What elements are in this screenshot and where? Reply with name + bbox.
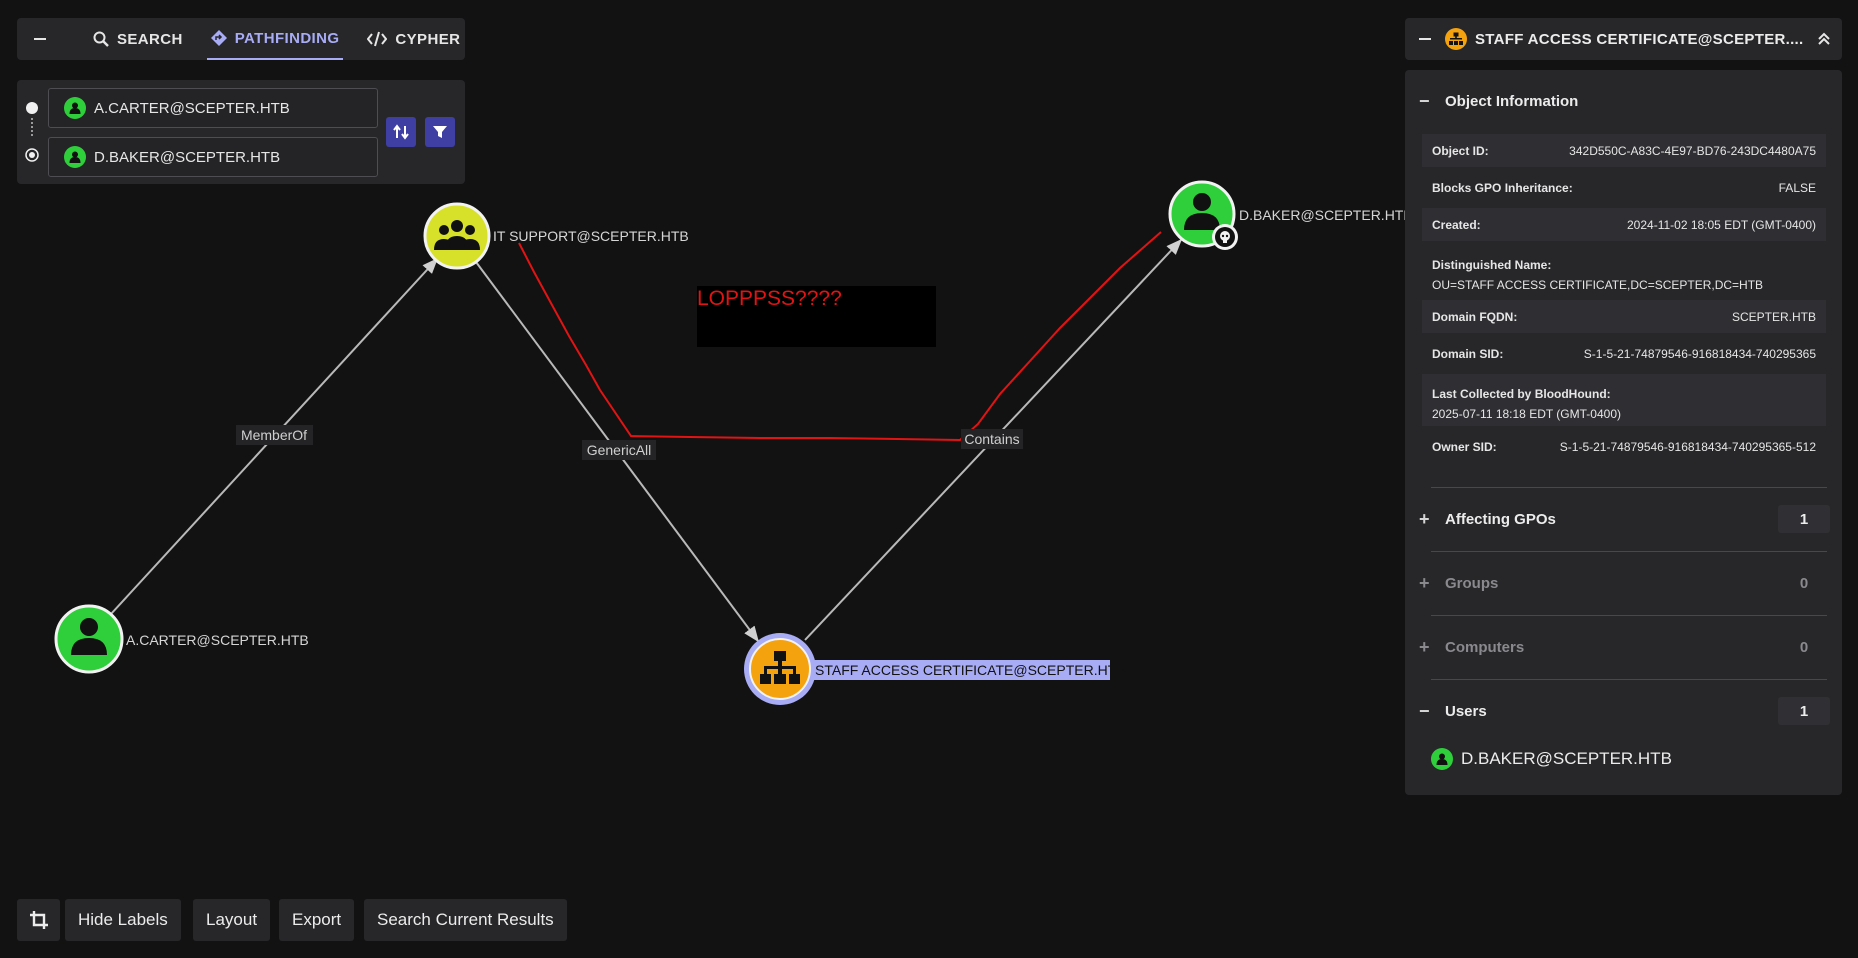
- tab-cypher[interactable]: CYPHER: [363, 18, 464, 60]
- user-icon: [64, 97, 86, 119]
- end-node-value: D.BAKER@SCEPTER.HTB: [94, 148, 281, 166]
- entity-panel-header: STAFF ACCESS CERTIFICATE@SCEPTER....: [1405, 18, 1842, 60]
- swap-vertical-icon: [393, 124, 409, 140]
- search-icon: [93, 31, 109, 47]
- svg-text:GenericAll: GenericAll: [587, 442, 652, 458]
- minus-icon: [1419, 38, 1431, 40]
- start-node-icon: [26, 102, 38, 114]
- pathfinding-panel: A.CARTER@SCEPTER.HTB D.BAKER@SCEPTER.HTB: [17, 80, 465, 184]
- entity-panel-body: − Object Information Object ID:342D550C-…: [1405, 70, 1842, 795]
- collapse-entity-panel-button[interactable]: [1405, 33, 1445, 45]
- tab-label: PATHFINDING: [234, 29, 340, 47]
- section-affecting-gpos[interactable]: + Affecting GPOs 1: [1417, 500, 1830, 538]
- end-node-field[interactable]: D.BAKER@SCEPTER.HTB: [48, 137, 378, 177]
- edge-filter-button[interactable]: [425, 117, 455, 147]
- divider: [1431, 551, 1827, 552]
- info-row-blocks-gpo: Blocks GPO Inheritance:FALSE: [1432, 180, 1816, 195]
- export-button[interactable]: Export: [279, 899, 355, 941]
- owned-skull-badge-icon: [1212, 224, 1238, 250]
- count-badge: 0: [1799, 638, 1809, 656]
- info-row-created: Created:2024-11-02 18:05 EDT (GMT-0400): [1422, 208, 1826, 241]
- edge-label-memberof: MemberOf: [236, 425, 313, 445]
- node-ou-staffaccess[interactable]: STAFF ACCESS CERTIFICATE@SCEPTER.HTB: [744, 633, 1126, 705]
- entity-title: STAFF ACCESS CERTIFICATE@SCEPTER....: [1475, 30, 1804, 48]
- layout-button[interactable]: Layout: [193, 899, 271, 941]
- users-list-item[interactable]: D.BAKER@SCEPTER.HTB: [1431, 748, 1672, 770]
- node-label-staffaccess: STAFF ACCESS CERTIFICATE@SCEPTER.HTB: [815, 662, 1126, 678]
- info-row-last-collected: Last Collected by BloodHound: 2025-07-11…: [1422, 374, 1826, 426]
- collapse-section-icon: −: [1419, 700, 1430, 721]
- chevron-double-up-icon: [1818, 32, 1830, 45]
- swap-nodes-button[interactable]: [386, 117, 416, 147]
- expand-collapse-all-button[interactable]: [1806, 32, 1842, 46]
- crop-icon: [29, 911, 48, 929]
- start-node-value: A.CARTER@SCEPTER.HTB: [94, 99, 290, 117]
- user-icon: [1184, 193, 1220, 230]
- minus-icon: [34, 38, 46, 40]
- divider: [1431, 487, 1827, 488]
- selected-label-highlight: [813, 660, 1110, 680]
- divider: [1431, 615, 1827, 616]
- node-user-acarter[interactable]: A.CARTER@SCEPTER.HTB: [54, 604, 309, 674]
- crop-fit-button[interactable]: [17, 899, 60, 941]
- hide-labels-button[interactable]: Hide Labels: [65, 899, 181, 941]
- edge-label-contains: Contains: [961, 429, 1023, 449]
- node-group-itsupport[interactable]: IT SUPPORT@SCEPTER.HTB: [423, 202, 689, 270]
- node-label-dbaker: D.BAKER@SCEPTER.HTB: [1239, 207, 1413, 223]
- tab-search[interactable]: SEARCH: [89, 18, 187, 60]
- info-row-object-id: Object ID:342D550C-A83C-4E97-BD76-243DC4…: [1422, 134, 1826, 167]
- section-computers[interactable]: + Computers 0: [1417, 628, 1830, 666]
- collapse-section-icon: −: [1419, 90, 1430, 111]
- filter-icon: [433, 126, 447, 138]
- tab-label: SEARCH: [117, 30, 183, 48]
- start-node-field[interactable]: A.CARTER@SCEPTER.HTB: [48, 88, 378, 128]
- annotation-path: [518, 231, 1162, 442]
- info-row-domain-fqdn: Domain FQDN:SCEPTER.HTB: [1422, 300, 1826, 333]
- node-label-itsupport: IT SUPPORT@SCEPTER.HTB: [493, 228, 689, 244]
- ou-icon: [1445, 28, 1467, 50]
- section-users[interactable]: − Users 1: [1417, 692, 1830, 730]
- annotation-text: LOPPPSS????: [697, 287, 842, 310]
- group-icon: [434, 220, 480, 250]
- info-row-distinguished-name: Distinguished Name: OU=STAFF ACCESS CERT…: [1432, 258, 1764, 292]
- expand-section-icon: +: [1419, 636, 1430, 657]
- count-badge: 1: [1778, 697, 1830, 725]
- path-connector: [31, 118, 33, 136]
- expand-section-icon: +: [1419, 572, 1430, 593]
- section-groups[interactable]: + Groups 0: [1417, 564, 1830, 602]
- divider: [1431, 679, 1827, 680]
- count-badge: 0: [1799, 574, 1809, 592]
- info-row-owner-sid: Owner SID:S-1-5-21-74879546-916818434-74…: [1432, 439, 1816, 454]
- collapse-search-button[interactable]: [17, 18, 63, 60]
- search-current-results-button[interactable]: Search Current Results: [364, 899, 567, 941]
- destination-target-icon: [25, 148, 39, 162]
- count-badge: 1: [1778, 505, 1830, 533]
- diamond-route-icon: [210, 30, 227, 46]
- svg-text:Contains: Contains: [964, 431, 1019, 447]
- tab-pathfinding[interactable]: PATHFINDING: [206, 18, 344, 60]
- user-icon: [64, 146, 86, 168]
- node-label-acarter: A.CARTER@SCEPTER.HTB: [126, 632, 309, 648]
- user-icon: [1431, 748, 1453, 770]
- svg-text:MemberOf: MemberOf: [241, 427, 307, 443]
- search-tabbar: SEARCH PATHFINDING CYPHER: [17, 18, 465, 60]
- info-row-domain-sid: Domain SID:S-1-5-21-74879546-916818434-7…: [1432, 346, 1816, 361]
- annotation-box: [697, 286, 936, 347]
- expand-section-icon: +: [1419, 508, 1430, 529]
- user-icon: [71, 618, 107, 655]
- ou-sitemap-icon: [760, 651, 800, 684]
- section-object-information[interactable]: − Object Information: [1419, 90, 1579, 111]
- edge-label-genericall: GenericAll: [582, 440, 656, 460]
- node-user-dbaker[interactable]: D.BAKER@SCEPTER.HTB: [1168, 180, 1413, 250]
- code-icon: [367, 31, 388, 47]
- tab-label: CYPHER: [395, 30, 461, 48]
